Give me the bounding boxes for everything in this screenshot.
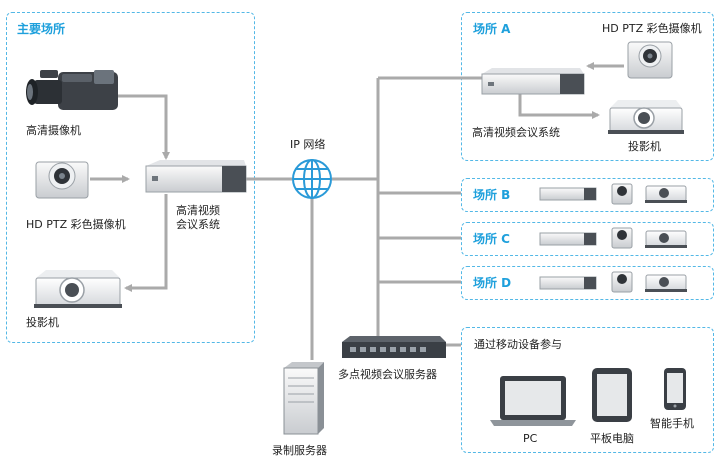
site-a-projector-label: 投影机 bbox=[628, 140, 661, 153]
ptz-camera-icon bbox=[35, 161, 89, 199]
main-site-title: 主要场所 bbox=[17, 22, 66, 36]
site-d-devices bbox=[539, 271, 687, 293]
mobile-box bbox=[461, 327, 714, 453]
site-b-title: 场所 B bbox=[473, 188, 511, 202]
site-a-box bbox=[461, 12, 714, 161]
ptz-camera-label: HD PTZ 彩色摄像机 bbox=[26, 218, 126, 231]
site-b-devices bbox=[539, 183, 687, 205]
site-b-projector-icon bbox=[645, 185, 687, 203]
projector-icon bbox=[34, 270, 122, 308]
network-label: IP 网络 bbox=[290, 138, 326, 151]
codec-label-line2: 会议系统 bbox=[176, 218, 220, 231]
site-d-title: 场所 D bbox=[473, 276, 512, 290]
connection-lines bbox=[90, 62, 624, 360]
pc-label: PC bbox=[523, 432, 538, 445]
tablet-icon bbox=[592, 368, 632, 422]
camcorder-to-codec-line bbox=[118, 94, 170, 160]
codec-label-line1: 高清视频 bbox=[176, 204, 220, 217]
smartphone-icon bbox=[664, 368, 686, 410]
camcorder-label: 高清摄像机 bbox=[26, 124, 81, 137]
site-c-projector-icon bbox=[645, 230, 687, 248]
site-d-projector-icon bbox=[645, 274, 687, 292]
mcu-label: 多点视频会议服务器 bbox=[338, 368, 437, 381]
site-a-codec-label: 高清视频会议系统 bbox=[472, 126, 560, 139]
site-a-ptz-label: HD PTZ 彩色摄像机 bbox=[602, 22, 702, 35]
site-c-ptz-camera-icon bbox=[611, 227, 633, 249]
site-c-title: 场所 C bbox=[473, 232, 510, 246]
site-c-codec-icon bbox=[539, 232, 597, 246]
laptop-icon bbox=[490, 376, 576, 426]
camcorder-icon bbox=[26, 70, 118, 110]
projector-label: 投影机 bbox=[26, 316, 59, 329]
recorder-server-icon bbox=[283, 362, 324, 435]
site-a-projector-icon bbox=[608, 100, 684, 134]
site-a-ptz-camera-icon bbox=[627, 41, 673, 79]
site-b-box bbox=[461, 178, 714, 212]
mcu-server-icon bbox=[342, 336, 446, 358]
mobile-title: 通过移动设备参与 bbox=[474, 338, 562, 351]
smartphone-label: 智能手机 bbox=[650, 417, 694, 430]
codec-icon bbox=[145, 160, 247, 193]
site-a-codec-icon bbox=[481, 68, 585, 95]
site-b-codec-icon bbox=[539, 187, 597, 201]
globe-icon bbox=[292, 159, 332, 199]
site-c-box bbox=[461, 222, 714, 256]
site-a-title: 场所 A bbox=[473, 22, 511, 36]
codec-to-projector-line bbox=[124, 194, 168, 292]
site-b-ptz-camera-icon bbox=[611, 183, 633, 205]
site-a-codec-to-projector-line bbox=[518, 94, 600, 119]
tablet-label: 平板电脑 bbox=[590, 432, 634, 445]
site-d-ptz-camera-icon bbox=[611, 271, 633, 293]
site-c-devices bbox=[539, 227, 687, 249]
site-d-codec-icon bbox=[539, 276, 597, 290]
recorder-label: 录制服务器 bbox=[272, 444, 327, 457]
site-d-box bbox=[461, 266, 714, 300]
